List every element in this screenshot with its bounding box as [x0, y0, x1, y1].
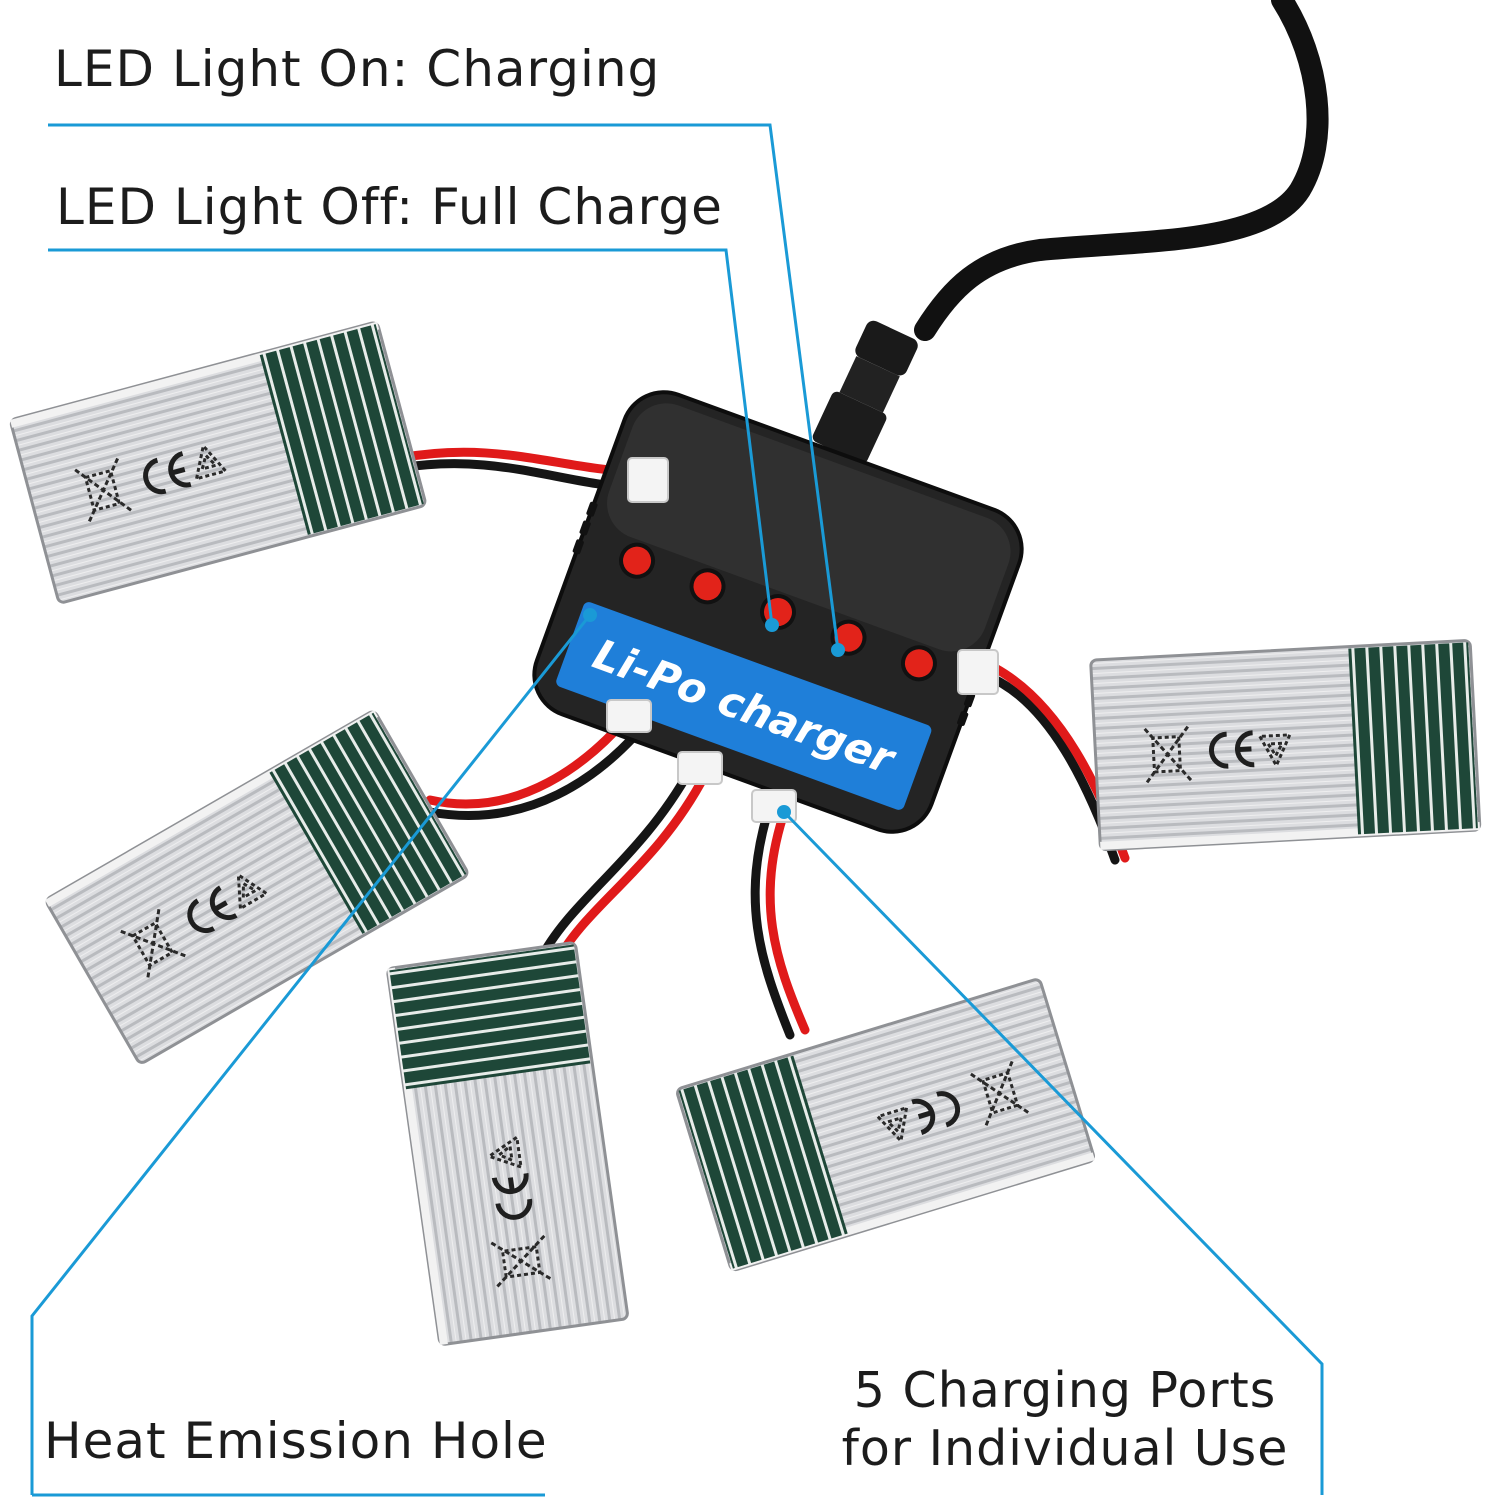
callout-line-led-off [48, 248, 774, 626]
port-1 [627, 457, 669, 503]
callout-line-heat [30, 614, 592, 1495]
callout-led-on: LED Light On: Charging [54, 40, 661, 98]
callout-ports-line2: for Individual Use [841, 1420, 1289, 1477]
port-3 [677, 751, 723, 785]
dc-plug [812, 320, 918, 464]
battery-upper-left [10, 322, 426, 604]
callout-line-ports [782, 810, 1324, 1495]
port-5 [957, 649, 999, 695]
power-cable [914, 0, 1329, 341]
callout-heat-hole: Heat Emission Hole [44, 1412, 548, 1470]
callout-ports: 5 Charging Ports for Individual Use [820, 1362, 1310, 1478]
callout-led-off: LED Light Off: Full Charge [56, 178, 723, 236]
callout-line-led-on [48, 123, 840, 651]
port-2 [606, 699, 652, 733]
led-2 [689, 568, 726, 605]
battery-bottom-left [387, 942, 628, 1345]
callout-dots [583, 608, 845, 819]
led-5 [900, 645, 937, 682]
led-1 [619, 542, 656, 579]
battery-bottom-center [676, 978, 1095, 1271]
callout-lines [30, 123, 1324, 1497]
callout-ports-line1: 5 Charging Ports [853, 1362, 1277, 1419]
battery-right [1091, 640, 1480, 850]
